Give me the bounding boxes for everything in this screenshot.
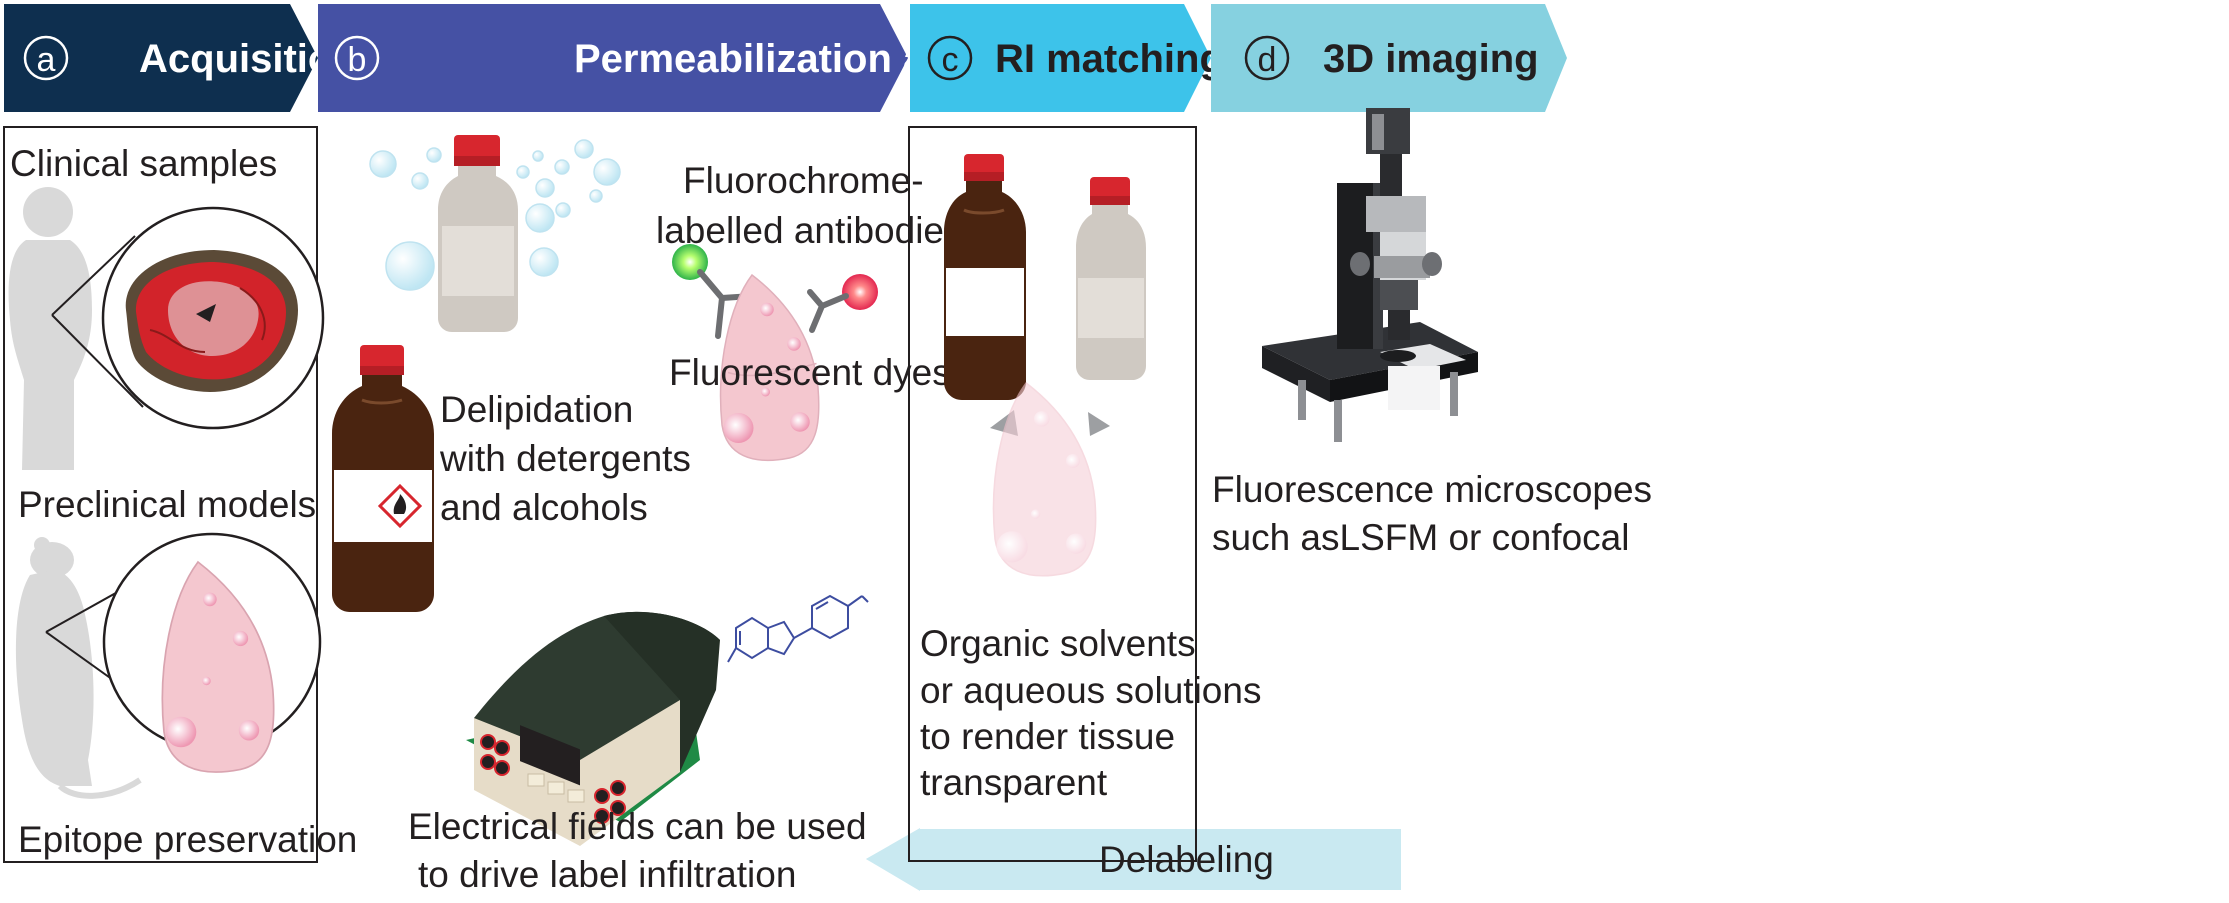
- antibodies-line-2: labelled antibodies: [656, 210, 963, 251]
- delipidation-line-3: and alcohols: [440, 487, 648, 528]
- electrical-line-2: to drive label infiltration: [418, 854, 796, 895]
- mouse-silhouette-icon: [15, 537, 142, 799]
- lung-lobe-icon: [719, 274, 820, 462]
- solvents-line-1: Organic solvents: [920, 623, 1196, 664]
- lung-lobe-icon: [992, 382, 1097, 577]
- step-c-letter: c: [942, 41, 959, 79]
- delabeling-label: Delabeling: [1099, 839, 1274, 880]
- tumor-section-icon: [125, 250, 298, 392]
- step-d-letter-circle: [1244, 35, 1290, 81]
- fluorescent-dyes-label: Fluorescent dyes: [669, 352, 951, 393]
- panel-b: Delipidation with detergents and alcohol…: [332, 135, 963, 895]
- flammable-hazard-icon: [377, 483, 423, 529]
- zoom-line-bottom-clinical: [51, 314, 144, 408]
- step-a-letter-circle: [23, 35, 69, 81]
- solvents-line-4: transparent: [920, 762, 1108, 803]
- microscopes-line-1: Fluorescence microscopes: [1212, 469, 1652, 510]
- preclinical-models-label: Preclinical models: [18, 484, 316, 525]
- panel-d: Fluorescence microscopes such asLSFM or …: [1212, 108, 1652, 558]
- step-b-letter: b: [348, 41, 367, 79]
- reagent-bottle-icon: [1076, 177, 1146, 380]
- lung-lobe-icon: [161, 561, 275, 773]
- solvents-line-2: or aqueous solutions: [920, 670, 1261, 711]
- delipidation-line-2: with detergents: [439, 438, 691, 479]
- zoom-line-top-clinical: [51, 235, 136, 316]
- chemical-structure-icon: [727, 594, 869, 663]
- antibodies-line-1: Fluorochrome-: [683, 160, 924, 201]
- panel-c-frame: [908, 126, 1197, 862]
- step-b-letter-circle: [334, 35, 380, 81]
- reagent-bottle-icon: [332, 345, 434, 612]
- step-d-title: 3D imaging: [1323, 37, 1539, 81]
- panel-a-frame: [3, 126, 318, 863]
- bubbles-decoration: [369, 139, 621, 291]
- clinical-samples-label: Clinical samples: [10, 143, 277, 184]
- electrical-line-1: Electrical fields can be used: [408, 806, 867, 847]
- reagent-bottle-icon: [944, 154, 1026, 400]
- epitope-preservation-label: Epitope preservation: [18, 819, 357, 860]
- step-c-header: c RI matching: [910, 4, 1224, 112]
- microscopes-line-2: such asLSFM or confocal: [1212, 517, 1629, 558]
- step-c-letter-circle: [927, 35, 973, 81]
- panel-c: [908, 126, 1197, 862]
- step-d-header: d 3D imaging: [1211, 4, 1567, 112]
- panel-a: Clinical samples Preclinical models: [3, 126, 357, 863]
- step-c-title: RI matching: [995, 37, 1224, 81]
- human-silhouette-icon: [8, 187, 92, 470]
- flow-triangle-right: [1088, 412, 1110, 436]
- solvents-line-3: to render tissue: [920, 716, 1175, 757]
- delipidation-line-1: Delipidation: [440, 389, 633, 430]
- antibody-icon: [807, 274, 878, 333]
- step-a-header: a Acquisition: [4, 4, 357, 112]
- electrophoresis-device-icon: [466, 611, 720, 846]
- step-a-letter: a: [37, 41, 56, 79]
- reagent-bottle-icon: [438, 135, 518, 332]
- delabeling-arrow: Delabeling: [866, 828, 1401, 891]
- step-d-letter: d: [1258, 41, 1277, 79]
- microscope-icon: [1262, 108, 1478, 442]
